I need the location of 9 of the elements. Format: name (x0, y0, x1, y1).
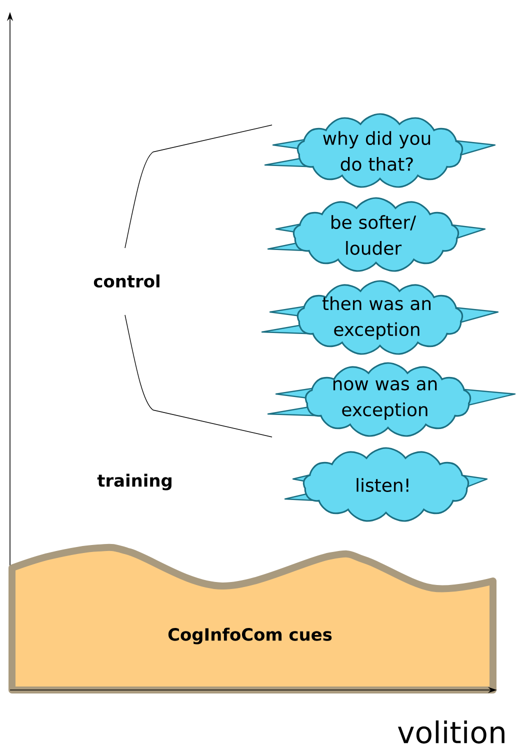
speech-cloud: why did you do that? (264, 113, 496, 188)
ground-area: CogInfoCom cues (8, 544, 496, 694)
category-label: training (97, 474, 172, 490)
category-label: control (94, 274, 160, 288)
speech-cloud: now was an exception (267, 362, 516, 437)
speech-cloud: be softer/ louder (267, 197, 486, 272)
speech-cloud: listen! (284, 447, 488, 522)
speech-cloud: then was an exception (261, 280, 499, 355)
axis-label: volition (398, 720, 504, 744)
